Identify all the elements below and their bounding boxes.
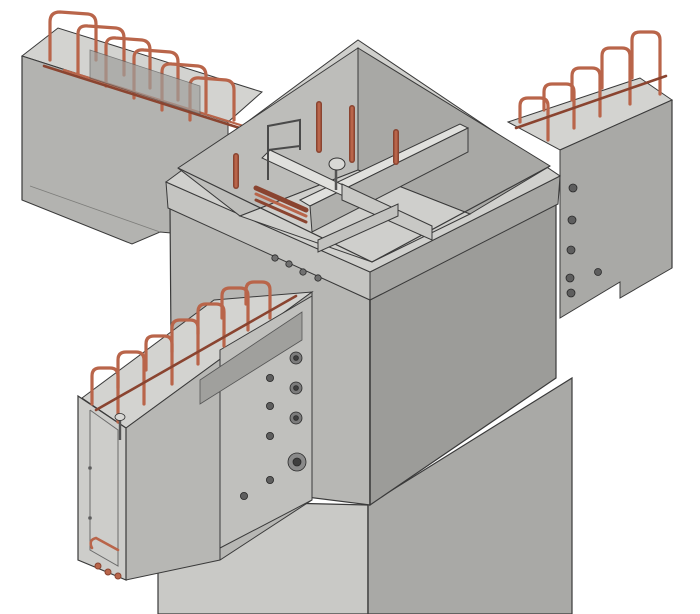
- collar-holes: [271, 254, 322, 282]
- shear-stud: [328, 157, 346, 190]
- anchor-bolts-right-beam: [565, 183, 602, 298]
- end-face-rebar-outline: [88, 409, 119, 567]
- beam-top-stud: [114, 413, 126, 440]
- end-face-rebars: [89, 536, 122, 580]
- anchor-bolts-front-beam: [239, 351, 307, 500]
- inner-bracket: [267, 118, 301, 180]
- beam-front-left-recess: [199, 311, 303, 405]
- internal-stiffeners: [261, 123, 470, 253]
- stirrup-rebars-front-left: [90, 280, 298, 424]
- beam-back-left-cutout: [89, 49, 201, 115]
- steel-column-box: [165, 39, 561, 507]
- cavity-rebars: [233, 101, 399, 224]
- precast-beam-front-left: [77, 280, 314, 581]
- precast-beam-back-right: [506, 30, 674, 319]
- stirrup-rebars-back-right: [514, 30, 668, 142]
- stirrup-rebars-back-left: [42, 10, 252, 132]
